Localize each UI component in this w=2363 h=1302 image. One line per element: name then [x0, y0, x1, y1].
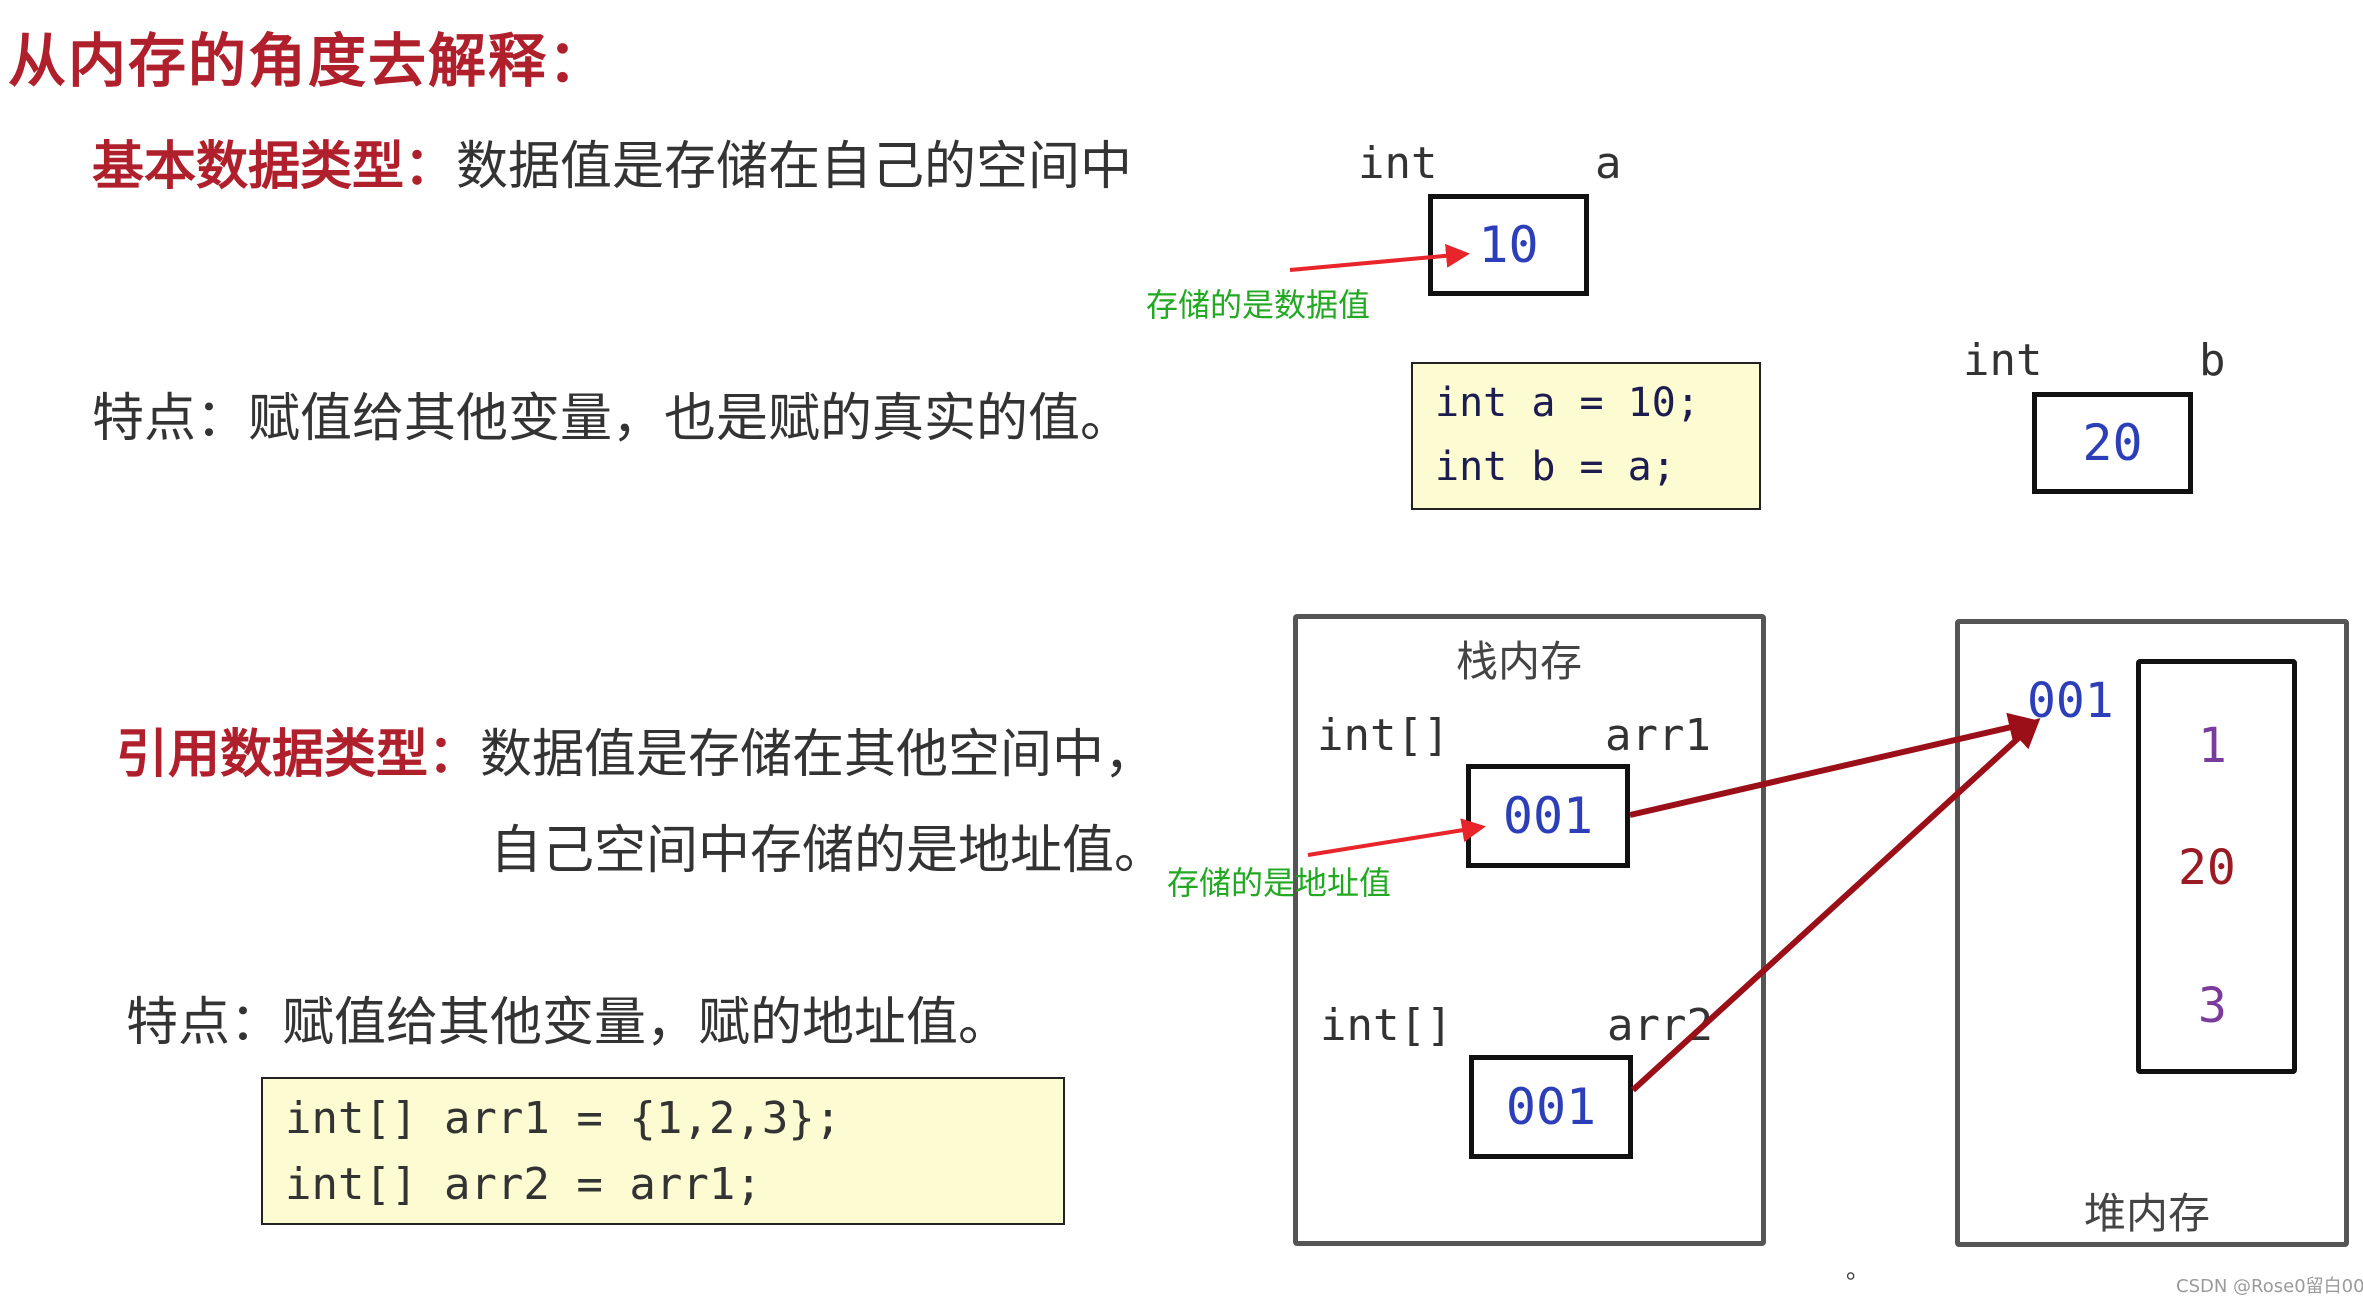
heap-value-2: 20 — [2178, 840, 2236, 896]
reference-description-1: 数据值是存储在其他空间中， — [480, 725, 1157, 785]
heap-array-box — [2136, 659, 2297, 1074]
var-b-name: b — [2199, 335, 2226, 386]
var-a-box: 10 — [1428, 194, 1589, 296]
var-b-value: 20 — [2082, 414, 2143, 472]
arr2-box: 001 — [1469, 1055, 1633, 1159]
reference-code-block: int[] arr1 = {1,2,3}; int[] arr2 = arr1; — [261, 1077, 1065, 1225]
arr1-box: 001 — [1466, 764, 1630, 868]
heap-value-3: 3 — [2198, 978, 2227, 1034]
reference-heading: 引用数据类型：数据值是存储在其他空间中， — [116, 712, 1156, 787]
code-line: int b = a; — [1435, 444, 1676, 490]
code-line: int[] arr1 = {1,2,3}; — [285, 1093, 842, 1144]
primitive-annotation: 存储的是数据值 — [1146, 286, 1371, 324]
arr1-value: 001 — [1502, 787, 1594, 845]
arr1-type: int[] — [1317, 710, 1450, 761]
reference-description-2: 自己空间中存储的是地址值。 — [490, 821, 1167, 881]
arr1-name: arr1 — [1605, 710, 1711, 761]
arr2-type: int[] — [1320, 1000, 1453, 1051]
primitive-code-block: int a = 10; int b = a; — [1411, 362, 1761, 510]
code-line: int[] arr2 = arr1; — [285, 1159, 762, 1210]
primitive-feature: 特点：赋值给其他变量，也是赋的真实的值。 — [92, 389, 1133, 449]
code-line: int a = 10; — [1435, 380, 1700, 426]
footer-dot: 。 — [1846, 1256, 1870, 1284]
reference-feature: 特点：赋值给其他变量，赋的地址值。 — [126, 993, 1011, 1053]
primitive-label: 基本数据类型： — [92, 137, 457, 197]
watermark: CSDN @Rose0留白00 — [2176, 1276, 2363, 1297]
var-a-type: int — [1358, 138, 1438, 189]
heap-address: 001 — [2027, 673, 2114, 729]
primitive-heading: 基本数据类型：数据值是存储在自己的空间中 — [92, 124, 1132, 199]
primitive-description: 数据值是存储在自己的空间中 — [456, 137, 1133, 197]
var-a-name: a — [1595, 138, 1622, 189]
var-b-type: int — [1963, 335, 2043, 386]
arr2-name: arr2 — [1607, 1000, 1713, 1051]
var-b-box: 20 — [2032, 392, 2193, 494]
var-a-value: 10 — [1478, 216, 1539, 274]
reference-label: 引用数据类型： — [116, 725, 481, 785]
arr2-value: 001 — [1505, 1078, 1597, 1136]
stack-memory-title: 栈内存 — [1456, 637, 1583, 686]
heap-value-1: 1 — [2198, 718, 2227, 774]
heap-memory-title: 堆内存 — [2084, 1189, 2211, 1238]
page-title: 从内存的角度去解释： — [8, 27, 609, 95]
reference-annotation: 存储的是地址值 — [1167, 864, 1392, 902]
